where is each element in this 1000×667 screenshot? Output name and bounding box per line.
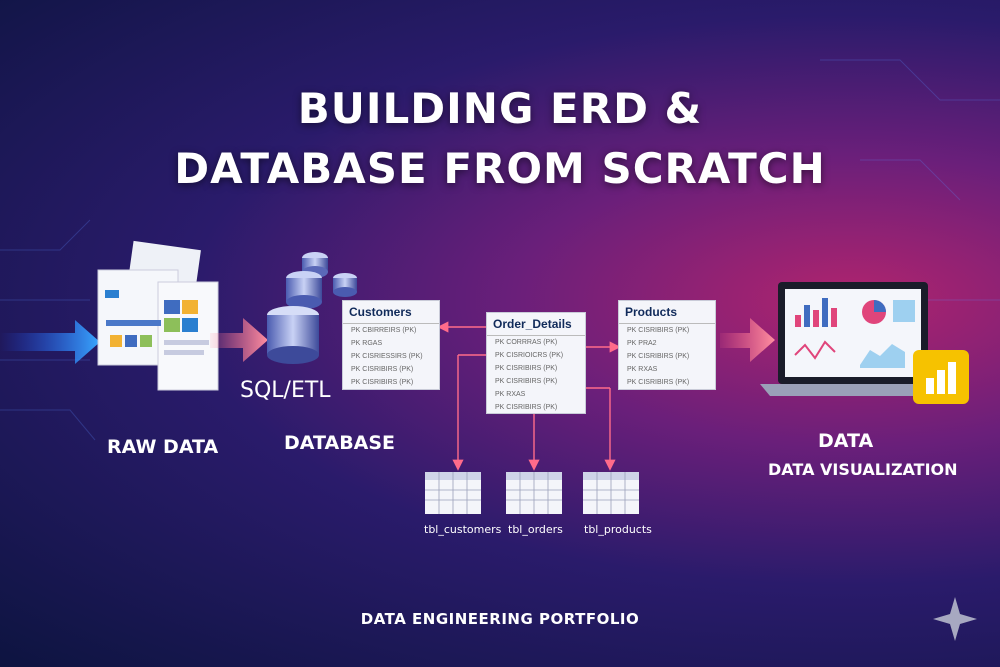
raw-data-arrow xyxy=(0,320,100,364)
sql-etl-label: SQL/ETL xyxy=(240,378,331,403)
entity-customers-title: Customers xyxy=(343,301,439,324)
laptop-dashboard-icon xyxy=(760,282,948,396)
entity-field: PK CISRIBIRS (PK) xyxy=(627,353,690,360)
entity-products: Products PK CISRIBIRS (PK) PK PRA2 PK CI… xyxy=(618,300,716,390)
data-visualization-label: DATA VISUALIZATION xyxy=(768,460,958,479)
visualization-arrow xyxy=(720,318,775,362)
entity-field: PK CISRIBIRS (PK) xyxy=(351,379,414,386)
entity-field: PK CISRIBIRS (PK) xyxy=(495,365,558,372)
data-label: DATA xyxy=(818,430,874,452)
entity-field: PK CISRIOICRS (PK) xyxy=(495,352,564,359)
entity-field: PK CISRIBIRS (PK) xyxy=(627,327,690,334)
footer-text: DATA ENGINEERING PORTFOLIO xyxy=(360,610,640,628)
tbl-products-label: tbl_products xyxy=(584,523,652,536)
entity-field: PK CISRIBIRS (PK) xyxy=(495,404,558,411)
entity-order-details: Order_Details PK CORRRAS (PK) PK CISRIOI… xyxy=(486,312,586,414)
entity-field: PK RXAS xyxy=(495,391,526,398)
raw-data-documents-icon xyxy=(97,240,219,391)
entity-products-title: Products xyxy=(619,301,715,324)
database-label: DATABASE xyxy=(284,432,396,454)
physical-tables xyxy=(425,472,639,514)
raw-data-label: RAW DATA xyxy=(107,436,219,458)
entity-field: PK PRA2 xyxy=(627,340,657,347)
entity-field: PK CISRIBIRS (PK) xyxy=(627,379,690,386)
sparkle-icon xyxy=(933,597,977,641)
entity-field: PK CISRIBIRS (PK) xyxy=(351,366,414,373)
database-icon xyxy=(267,252,357,364)
bi-logo-icon xyxy=(913,350,969,404)
entity-customers: Customers PK CBIRREIRS (PK) PK RGAS PK C… xyxy=(342,300,440,390)
entity-field: PK CISRIESSIRS (PK) xyxy=(351,353,423,360)
entity-field: PK CORRRAS (PK) xyxy=(495,339,558,346)
entity-field: PK CBIRREIRS (PK) xyxy=(351,327,417,334)
title-line-2: DATABASE FROM SCRATCH xyxy=(174,144,826,193)
tbl-customers-label: tbl_customers xyxy=(424,523,502,536)
etl-arrow xyxy=(210,318,268,362)
relationship-lines xyxy=(437,321,621,471)
entity-field: PK RGAS xyxy=(351,340,383,347)
tbl-orders-label: tbl_orders xyxy=(508,523,563,536)
entity-field: PK CISRIBIRS (PK) xyxy=(495,378,558,385)
title-line-1: BUILDING ERD & xyxy=(297,84,703,133)
entity-order-details-title: Order_Details xyxy=(487,313,585,336)
entity-field: PK RXAS xyxy=(627,366,658,373)
